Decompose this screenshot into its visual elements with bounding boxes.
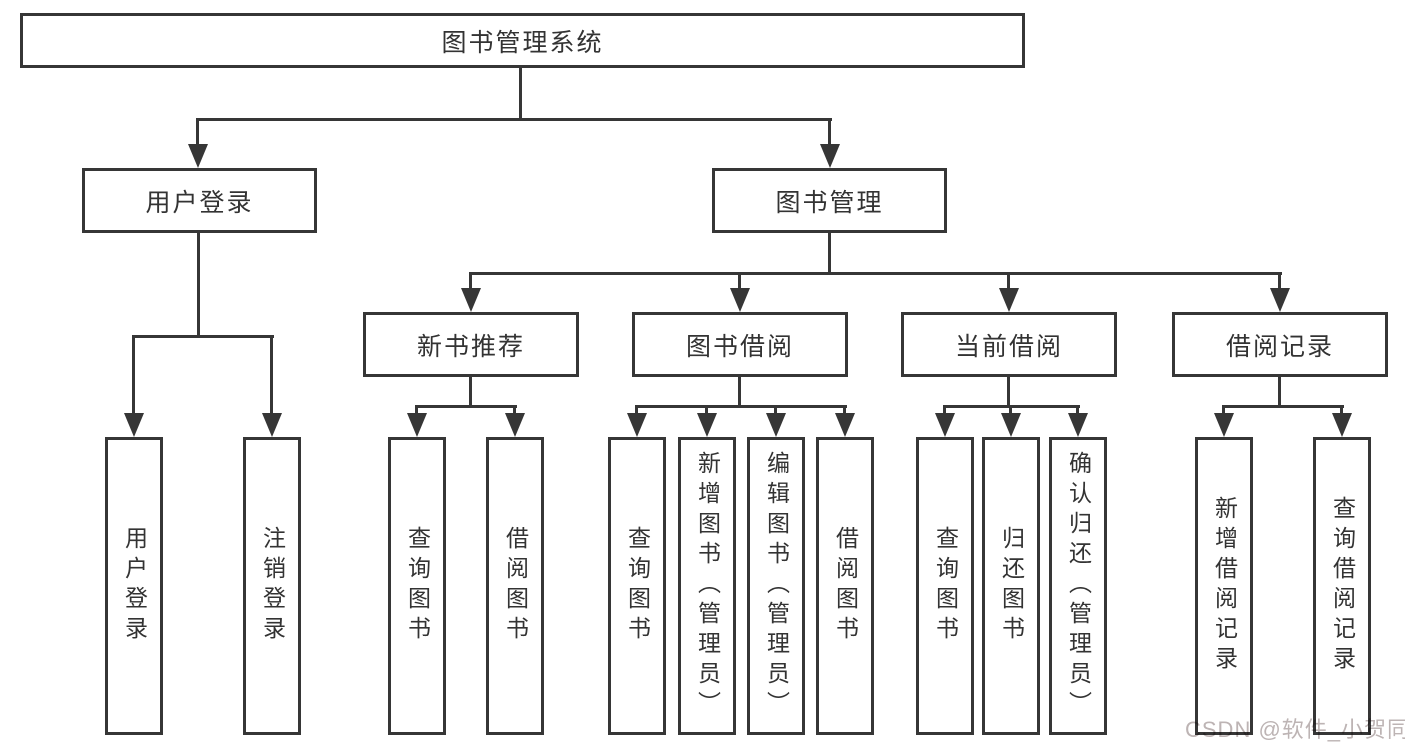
arrowhead-down-icon [124, 413, 144, 437]
leaf-query-books-borrowing: 查询图书 [608, 437, 666, 735]
arrowhead-down-icon [461, 288, 481, 312]
leaf-query-books-recommend: 查询图书 [388, 437, 446, 735]
node-label: 新书推荐 [416, 332, 525, 361]
arrowhead-down-icon [835, 413, 855, 437]
connector-line [132, 335, 135, 415]
node-current-borrowing: 当前借阅 [901, 312, 1117, 377]
arrowhead-down-icon [1270, 288, 1290, 312]
node-label: 借阅记录 [1225, 332, 1334, 361]
leaf-add-borrow-record: 新增借阅记录 [1195, 437, 1253, 735]
arrowhead-down-icon [820, 144, 840, 168]
leaf-add-books-admin: 新增图书（管理员） [678, 437, 736, 735]
connector-line [197, 233, 200, 337]
node-label: 确认归还（管理员） [1065, 451, 1092, 721]
arrowhead-down-icon [627, 413, 647, 437]
arrowhead-down-icon [697, 413, 717, 437]
node-label: 归还图书 [998, 526, 1025, 646]
node-label: 用户登录 [121, 526, 148, 646]
node-label: 查询图书 [932, 526, 959, 646]
leaf-borrow-books-recommend: 借阅图书 [486, 437, 544, 735]
leaf-query-books-current: 查询图书 [916, 437, 974, 735]
connector-line [828, 118, 831, 146]
connector-line [1222, 405, 1344, 408]
connector-line [1222, 405, 1225, 415]
connector-line [943, 405, 946, 415]
node-root: 图书管理系统 [20, 13, 1025, 68]
node-label: 图书管理 [775, 188, 884, 217]
connector-line [635, 405, 847, 408]
node-label: 新增借阅记录 [1211, 496, 1238, 676]
connector-line [469, 377, 472, 407]
arrowhead-down-icon [935, 413, 955, 437]
connector-line [1278, 272, 1281, 290]
node-label: 当前借阅 [954, 332, 1063, 361]
node-label: 借阅图书 [832, 526, 859, 646]
node-borrowing-records: 借阅记录 [1172, 312, 1388, 377]
connector-line [705, 405, 708, 415]
node-label: 借阅图书 [502, 526, 529, 646]
connector-line [1007, 377, 1010, 407]
arrowhead-down-icon [407, 413, 427, 437]
arrowhead-down-icon [1332, 413, 1352, 437]
connector-line [196, 118, 199, 146]
connector-line [415, 405, 418, 415]
node-label: 查询图书 [624, 526, 651, 646]
connector-line [469, 272, 1282, 275]
connector-line [415, 405, 517, 408]
connector-line [843, 405, 846, 415]
connector-line [1009, 405, 1012, 415]
arrowhead-down-icon [766, 413, 786, 437]
connector-line [738, 377, 741, 407]
leaf-confirm-return-admin: 确认归还（管理员） [1049, 437, 1107, 735]
connector-line [270, 335, 273, 415]
connector-line [469, 272, 472, 290]
connector-line [738, 272, 741, 290]
leaf-return-books: 归还图书 [982, 437, 1040, 735]
connector-line [196, 118, 832, 121]
arrowhead-down-icon [262, 413, 282, 437]
connector-line [519, 68, 522, 119]
node-new-book-recommendation: 新书推荐 [363, 312, 579, 377]
node-label: 图书管理系统 [441, 28, 604, 57]
connector-line [1278, 377, 1281, 407]
arrowhead-down-icon [505, 413, 525, 437]
arrowhead-down-icon [1068, 413, 1088, 437]
connector-line [1076, 405, 1079, 415]
arrowhead-down-icon [188, 144, 208, 168]
connector-line [513, 405, 516, 415]
connector-line [1340, 405, 1343, 415]
node-book-management: 图书管理 [712, 168, 947, 233]
node-user-login-branch: 用户登录 [82, 168, 317, 233]
connector-line [774, 405, 777, 415]
node-label: 查询借阅记录 [1329, 496, 1356, 676]
connector-line [828, 233, 831, 274]
node-label: 注销登录 [259, 526, 286, 646]
connector-line [132, 335, 274, 338]
connector-line [1007, 272, 1010, 290]
arrowhead-down-icon [999, 288, 1019, 312]
node-label: 查询图书 [404, 526, 431, 646]
leaf-edit-books-admin: 编辑图书（管理员） [747, 437, 805, 735]
node-label: 图书借阅 [685, 332, 794, 361]
leaf-borrow-books: 借阅图书 [816, 437, 874, 735]
leaf-logout: 注销登录 [243, 437, 301, 735]
arrowhead-down-icon [1001, 413, 1021, 437]
leaf-user-login: 用户登录 [105, 437, 163, 735]
connector-line [635, 405, 638, 415]
node-label: 编辑图书（管理员） [763, 451, 790, 721]
leaf-query-borrow-record: 查询借阅记录 [1313, 437, 1371, 735]
node-book-borrowing: 图书借阅 [632, 312, 848, 377]
watermark: CSDN @软件_小贺同学 [1185, 717, 1405, 742]
node-label: 用户登录 [145, 188, 254, 217]
arrowhead-down-icon [730, 288, 750, 312]
arrowhead-down-icon [1214, 413, 1234, 437]
node-label: 新增图书（管理员） [694, 451, 721, 721]
